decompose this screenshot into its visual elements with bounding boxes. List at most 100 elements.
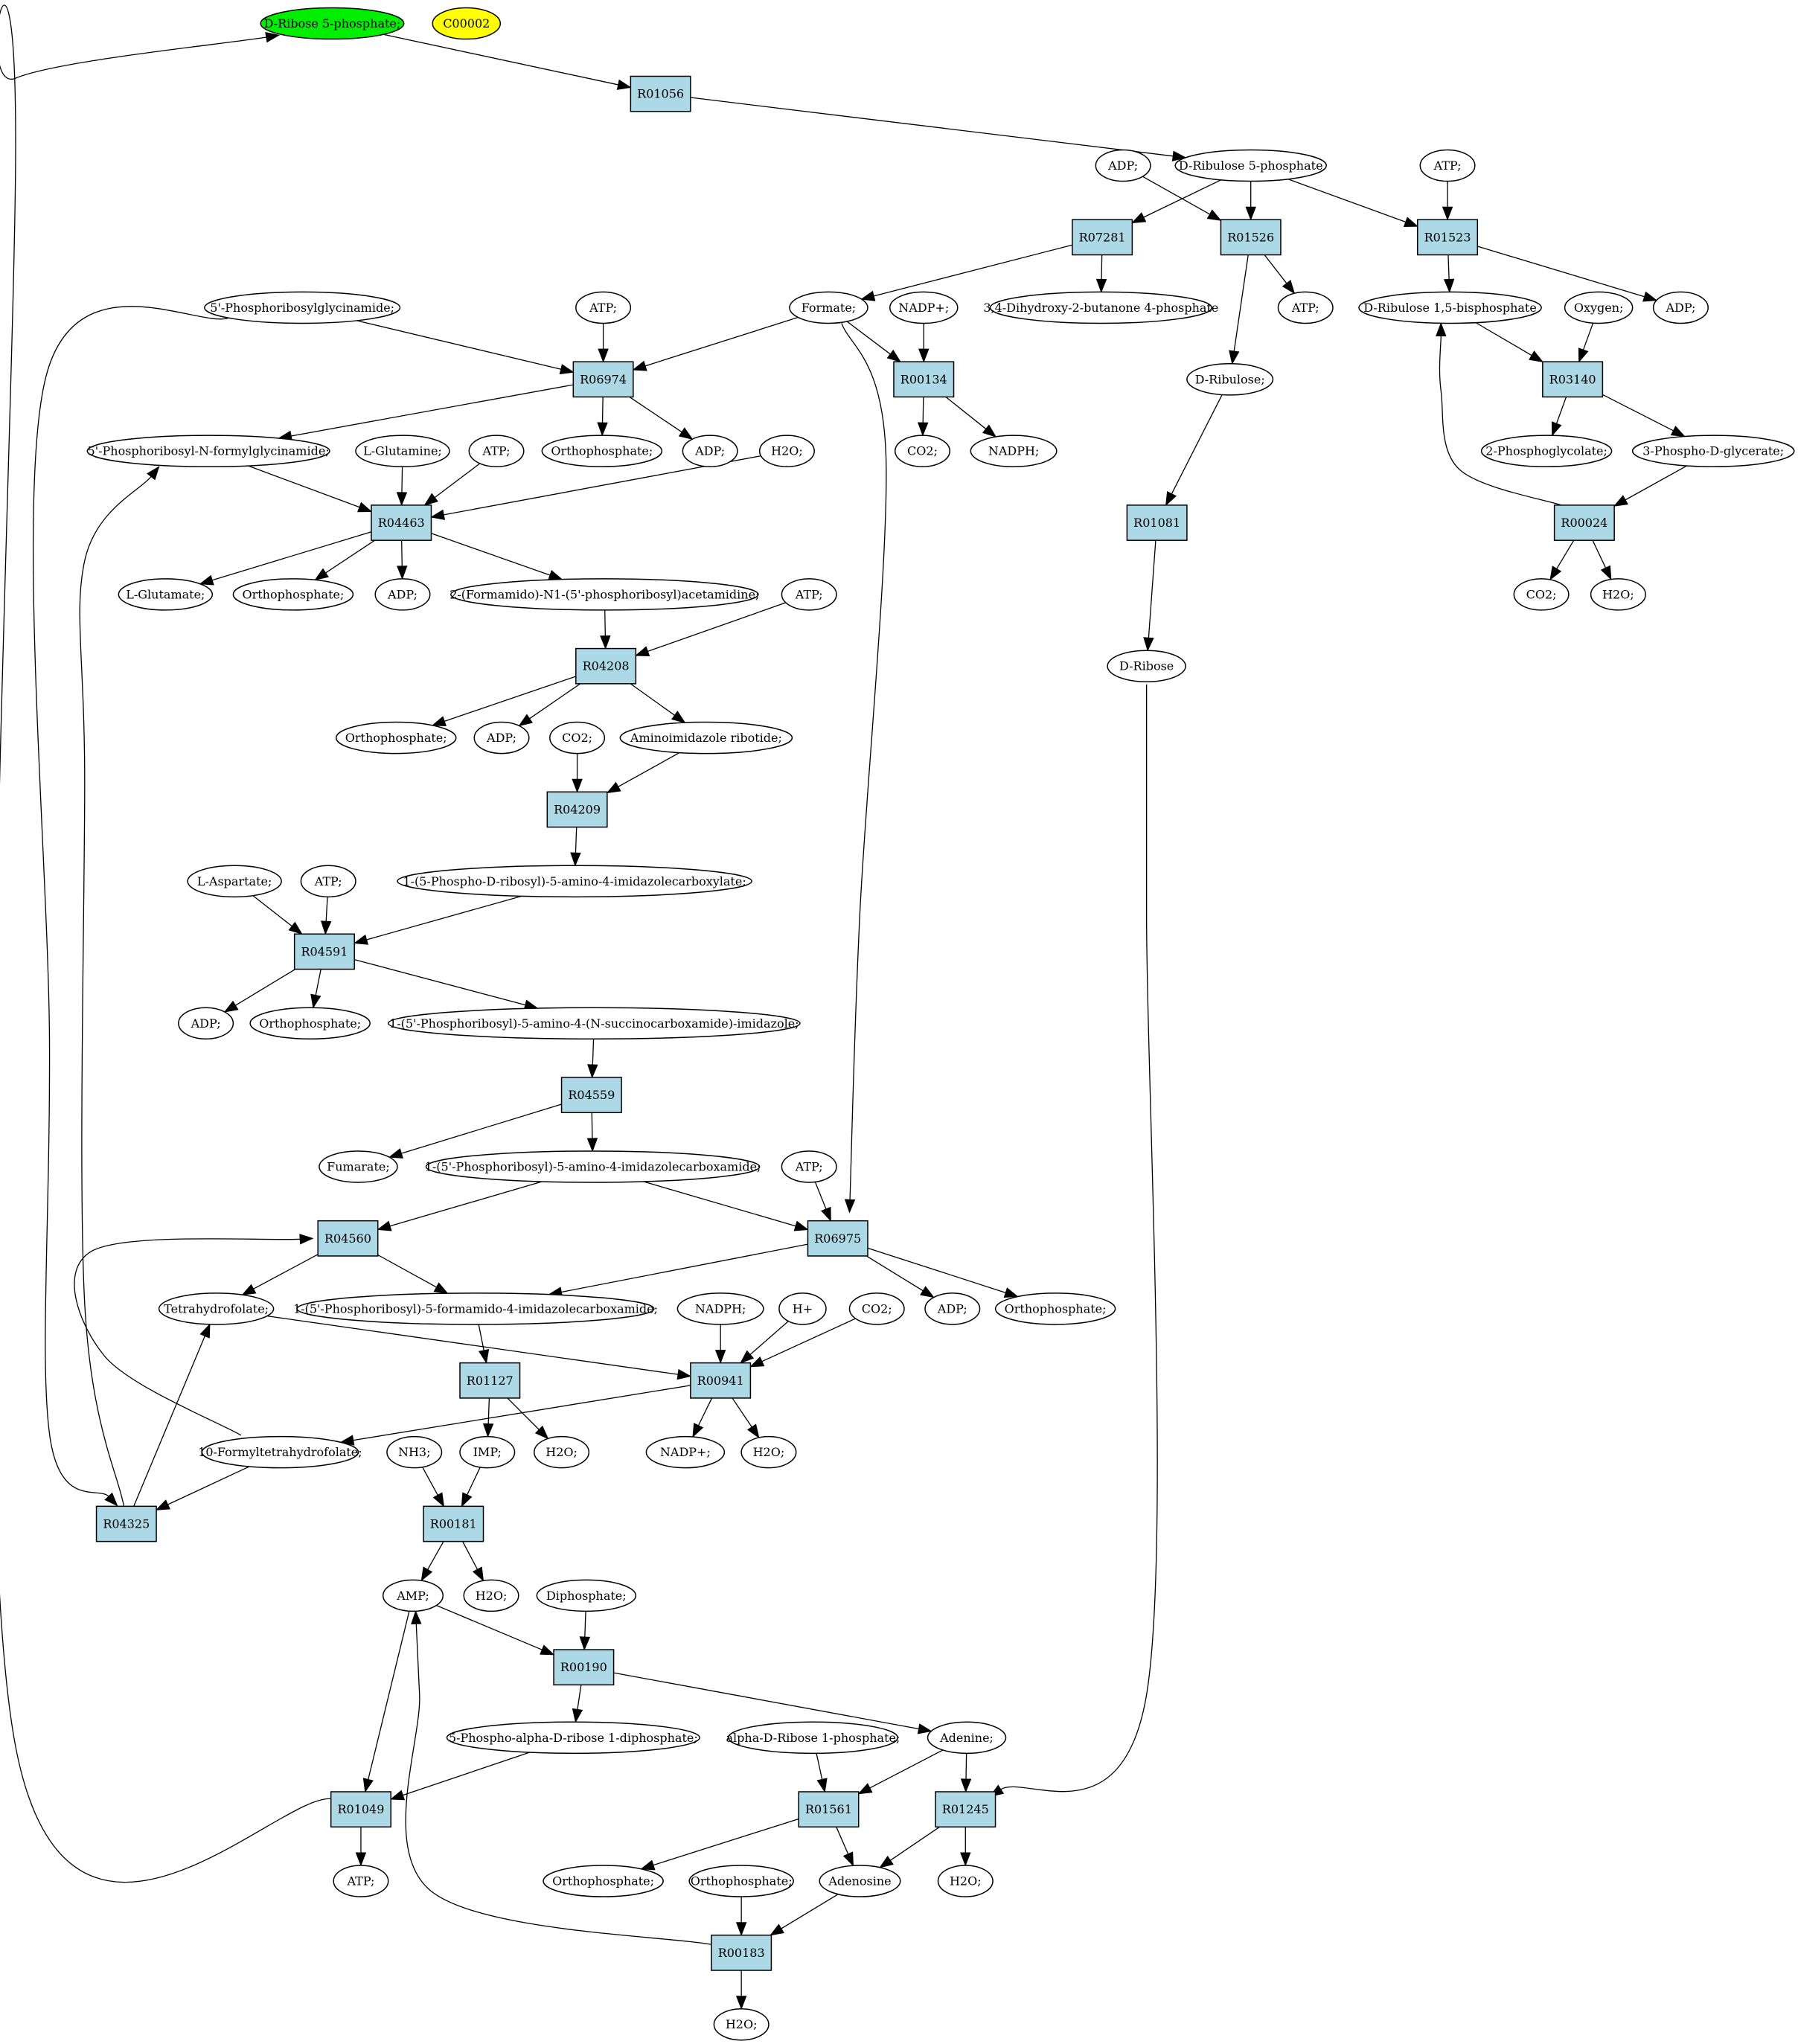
compound-node[interactable]: ATP; (468, 435, 525, 467)
compound-node[interactable]: Adenine; (927, 1721, 1007, 1755)
compound-node[interactable]: H2O; (937, 1865, 994, 1897)
compound-node[interactable]: CO2; (848, 1292, 905, 1325)
reaction-node[interactable]: R06975 (807, 1220, 868, 1257)
compound-node[interactable]: 1-(5'-Phosphoribosyl)-5-amino-4-(N-succi… (387, 1007, 801, 1040)
compound-node[interactable]: L-Aspartate; (187, 865, 282, 898)
compound-node[interactable]: C00002 (432, 7, 502, 40)
compound-node[interactable]: IMP; (459, 1435, 516, 1469)
compound-node[interactable]: ADP; (924, 1292, 981, 1325)
reaction-node[interactable]: R06974 (572, 361, 634, 398)
compound-node[interactable]: Orthophosphate; (543, 1865, 664, 1897)
compound-node[interactable]: H2O; (740, 1435, 797, 1469)
reaction-node[interactable]: R01523 (1417, 219, 1479, 256)
compound-node[interactable]: ATP; (781, 1150, 837, 1183)
reaction-node[interactable]: R01526 (1220, 219, 1282, 256)
compound-node[interactable]: 5'-Phosphoribosyl-N-formylglycinamide; (86, 435, 330, 467)
compound-node[interactable]: Orthophosphate; (541, 435, 663, 467)
compound-node[interactable]: ADP; (1652, 291, 1709, 324)
compound-node[interactable]: NADPH; (970, 435, 1058, 467)
reaction-node[interactable]: R00941 (690, 1362, 752, 1399)
compound-node[interactable]: CO2; (549, 721, 606, 755)
compound-node[interactable]: ADP; (682, 435, 738, 467)
compound-node[interactable]: AMP; (382, 1579, 444, 1612)
reaction-node[interactable]: R04559 (560, 1077, 622, 1114)
compound-node[interactable]: H2O; (758, 435, 815, 467)
reaction-node[interactable]: R04208 (575, 647, 637, 685)
arrowhead (857, 1783, 873, 1795)
compound-node[interactable]: ADP; (178, 1007, 234, 1040)
reaction-node[interactable]: R01561 (798, 1791, 860, 1828)
reaction-node[interactable]: R04463 (371, 504, 432, 541)
compound-node[interactable]: D-Ribulose 1,5-bisphosphate (1358, 291, 1542, 324)
compound-node[interactable]: ATP; (781, 578, 837, 611)
compound-node[interactable]: 2-(Formamido)-N1-(5'-phosphoribosyl)acet… (450, 578, 759, 611)
compound-node[interactable]: ATP; (1277, 291, 1334, 324)
reaction-node[interactable]: R07281 (1072, 219, 1133, 256)
compound-node[interactable]: 1-(5-Phospho-D-ribosyl)-5-amino-4-imidaz… (397, 865, 752, 898)
compound-node[interactable]: 5'-Phosphoribosylglycinamide; (204, 291, 401, 324)
reaction-node[interactable]: R04591 (293, 933, 355, 970)
compound-node[interactable]: Orthophosphate; (232, 578, 354, 611)
compound-node[interactable]: Orthophosphate; (249, 1007, 371, 1040)
compound-node[interactable]: 10-Formyltetrahydrofolate; (198, 1435, 362, 1469)
compound-node[interactable]: Aminoimidazole ribotide; (619, 721, 793, 755)
reaction-node[interactable]: R01056 (630, 75, 691, 112)
compound-node[interactable]: ADP; (473, 721, 530, 755)
compound-node[interactable]: D-Ribulose; (1186, 363, 1274, 396)
reaction-node[interactable]: R04560 (317, 1220, 379, 1257)
compound-node[interactable]: NADP+; (889, 291, 959, 324)
compound-node[interactable]: ATP; (575, 291, 632, 324)
compound-node[interactable]: H2O; (1590, 578, 1646, 611)
compound-node[interactable]: Orthophosphate; (688, 1865, 794, 1897)
compound-node[interactable]: 3-Phospho-D-glycerate; (1631, 435, 1795, 467)
compound-node[interactable]: NADPH; (676, 1292, 764, 1325)
compound-node[interactable]: 3,4-Dihydroxy-2-butanone 4-phosphate (983, 291, 1218, 324)
compound-node[interactable]: ATP; (1419, 149, 1476, 182)
compound-node[interactable]: Formate; (789, 291, 868, 324)
reaction-node[interactable]: R01081 (1126, 504, 1188, 541)
compound-node[interactable]: 2-Phosphoglycolate; (1480, 435, 1613, 467)
compound-node[interactable]: Diphosphate; (536, 1579, 637, 1612)
compound-node[interactable]: Orthophosphate; (994, 1292, 1116, 1325)
compound-node[interactable]: Orthophosphate; (335, 721, 457, 755)
compound-node[interactable]: alpha-D-Ribose 1-phosphate; (726, 1721, 900, 1755)
compound-node[interactable]: H2O; (713, 2008, 770, 2041)
compound-node[interactable]: L-Glutamate; (118, 578, 214, 611)
reaction-node[interactable]: R00134 (893, 361, 955, 398)
compound-node[interactable]: H+ (778, 1292, 827, 1325)
compound-node[interactable]: ATP; (333, 1865, 389, 1897)
compound-node[interactable]: CO2; (894, 435, 951, 467)
compound-node[interactable]: L-Glutamine; (355, 435, 450, 467)
compound-node[interactable]: 1-(5'-Phosphoribosyl)-5-formamido-4-imid… (293, 1292, 658, 1325)
compound-node[interactable]: CO2; (1513, 578, 1570, 611)
reaction-node[interactable]: R00190 (553, 1649, 615, 1686)
compound-node[interactable]: D-Ribulose 5-phosphate (1174, 149, 1327, 182)
reaction-node[interactable]: R03140 (1542, 361, 1604, 398)
reaction-node[interactable]: R01127 (459, 1362, 521, 1399)
reaction-node[interactable]: R00024 (1553, 504, 1615, 541)
reaction-node[interactable]: R01245 (935, 1791, 996, 1828)
compound-node[interactable]: ADP; (1095, 149, 1151, 182)
compound-node[interactable]: Oxygen; (1564, 291, 1634, 324)
compound-node[interactable]: 1-(5'-Phosphoribosyl)-5-amino-4-imidazol… (425, 1150, 761, 1183)
compound-node[interactable]: NADP+; (645, 1435, 726, 1469)
node-label: R06975 (814, 1231, 861, 1246)
compound-node[interactable]: ATP; (300, 865, 356, 898)
reaction-node[interactable]: R04209 (546, 791, 608, 828)
compound-node[interactable]: H2O; (534, 1435, 590, 1469)
compound-node[interactable]: D-Ribose (1107, 650, 1186, 683)
compound-node[interactable]: H2O; (463, 1579, 519, 1612)
reaction-node[interactable]: R04325 (95, 1505, 157, 1542)
reaction-node[interactable]: R00181 (423, 1505, 484, 1542)
arrowhead (223, 1000, 239, 1013)
compound-node[interactable]: ADP; (374, 578, 431, 611)
reaction-node[interactable]: R00183 (711, 1934, 772, 1971)
compound-node[interactable]: Tetrahydrofolate; (158, 1292, 275, 1325)
compound-node[interactable]: D-Ribose 5-phosphate; (260, 7, 405, 40)
compound-node[interactable]: NH3; (386, 1435, 443, 1469)
compound-node[interactable]: 5-Phospho-alpha-D-ribose 1-diphosphate; (446, 1721, 700, 1755)
compound-node[interactable]: Adenosine (819, 1865, 901, 1897)
reaction-node[interactable]: R01049 (330, 1791, 391, 1828)
compound-node[interactable]: Fumarate; (319, 1150, 398, 1183)
edge-line (592, 1039, 595, 1065)
